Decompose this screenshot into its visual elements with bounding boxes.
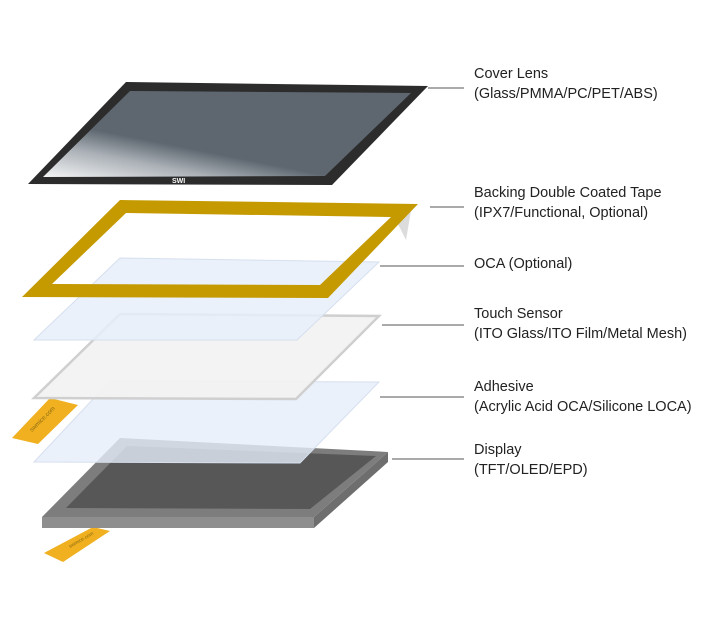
tape-frame bbox=[22, 200, 418, 298]
display-side bbox=[42, 517, 314, 528]
label-display: Display (TFT/OLED/EPD) bbox=[474, 440, 588, 480]
touch-sensor-fpc bbox=[12, 398, 78, 444]
label-cover-lens: Cover Lens (Glass/PMMA/PC/PET/ABS) bbox=[474, 64, 658, 104]
cover-lens-layer: SWI bbox=[28, 82, 428, 185]
adhesive-layer bbox=[32, 380, 381, 464]
label-touch-sensor-detail: (ITO Glass/ITO Film/Metal Mesh) bbox=[474, 326, 687, 342]
label-oca: OCA (Optional) bbox=[474, 254, 572, 274]
cover-lens-logo: SWI bbox=[172, 178, 185, 185]
label-adhesive: Adhesive (Acrylic Acid OCA/Silicone LOCA… bbox=[474, 377, 692, 417]
display-fpc bbox=[44, 527, 110, 562]
label-adhesive-name: Adhesive bbox=[474, 379, 534, 395]
leader-lines bbox=[380, 87, 464, 460]
label-backing-tape-name: Backing Double Coated Tape bbox=[474, 185, 662, 201]
label-touch-sensor-name: Touch Sensor bbox=[474, 306, 563, 322]
label-cover-lens-name: Cover Lens bbox=[474, 66, 549, 82]
cover-lens-glass bbox=[43, 91, 411, 177]
label-backing-tape: Backing Double Coated Tape (IPX7/Functio… bbox=[474, 183, 662, 223]
adhesive-sheet bbox=[32, 380, 381, 464]
label-backing-tape-detail: (IPX7/Functional, Optional) bbox=[474, 205, 649, 221]
label-adhesive-detail: (Acrylic Acid OCA/Silicone LOCA) bbox=[474, 399, 692, 415]
label-display-name: Display bbox=[474, 442, 522, 458]
display-side-right bbox=[314, 452, 388, 528]
label-cover-lens-detail: (Glass/PMMA/PC/PET/ABS) bbox=[474, 86, 658, 102]
backing-tape-layer bbox=[22, 200, 418, 298]
label-touch-sensor: Touch Sensor (ITO Glass/ITO Film/Metal M… bbox=[474, 304, 687, 344]
label-oca-name: OCA (Optional) bbox=[474, 256, 573, 272]
label-display-detail: (TFT/OLED/EPD) bbox=[474, 462, 588, 478]
